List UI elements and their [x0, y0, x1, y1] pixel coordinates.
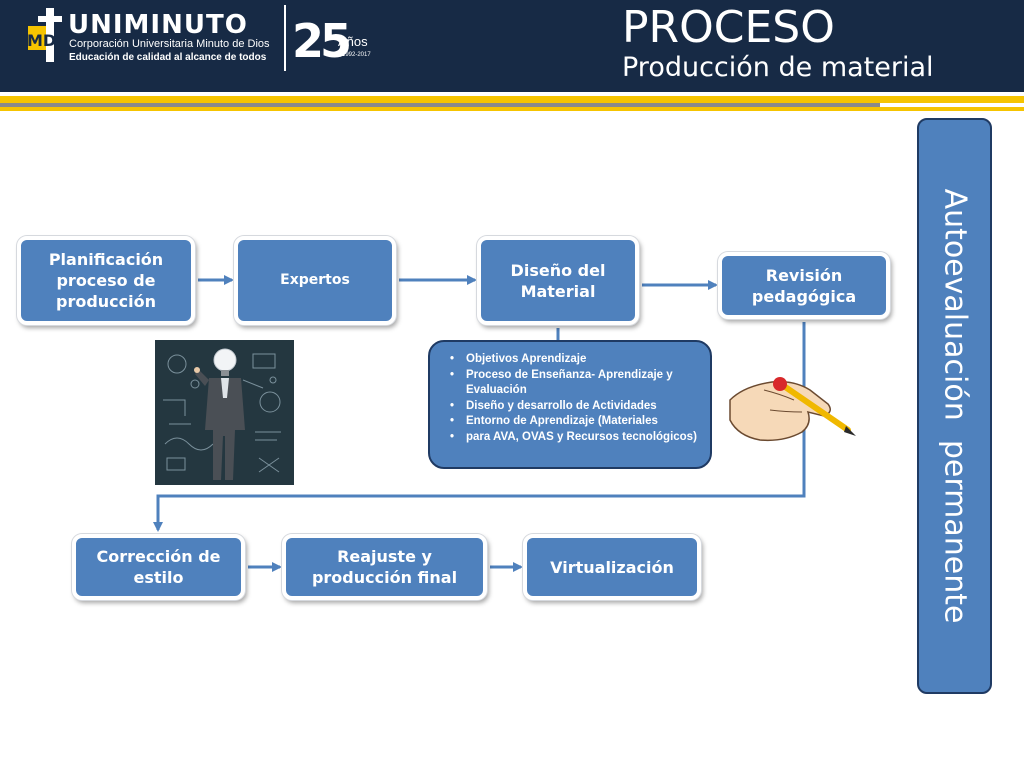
design-detail-item: para AVA, OVAS y Recursos tecnológicos) — [450, 430, 700, 446]
step-expertos: Expertos — [234, 236, 396, 325]
header-stripe-white — [0, 92, 1024, 96]
step-planificacion: Planificación proceso de producción — [17, 236, 195, 325]
lightbulb-man-icon — [155, 340, 294, 485]
header-bar: MD UNIMINUTO Corporación Universitaria M… — [0, 0, 1024, 92]
step-correccion-estilo: Corrección de estilo — [72, 534, 245, 600]
design-detail-item: Diseño y desarrollo de Actividades — [450, 399, 700, 415]
anniversary-logo: 25 Años 1992-2017 — [292, 14, 382, 74]
design-detail-item: Entorno de Aprendizaje (Materiales — [450, 414, 700, 430]
anniversary-word: Años — [338, 34, 368, 49]
autoevaluacion-panel: Autoevaluación permanente — [917, 118, 992, 694]
anniversary-number: 25 — [292, 14, 352, 68]
brand-tagline-1: Corporación Universitaria Minuto de Dios — [69, 38, 270, 50]
design-details-box: Objetivos Aprendizaje Proceso de Enseñan… — [428, 340, 712, 469]
design-detail-item: Proceso de Enseñanza- Aprendizaje y Eval… — [450, 368, 700, 399]
lightbulb-man-illustration — [155, 340, 294, 485]
logo-letters: MD — [27, 31, 56, 50]
anniversary-years: 1992-2017 — [342, 52, 371, 58]
step-virtualizacion: Virtualización — [523, 534, 701, 600]
page-title: PROCESO — [622, 2, 835, 53]
brand-name: UNIMINUTO — [68, 10, 248, 40]
step-diseno-material: Diseño del Material — [477, 236, 639, 325]
uniminuto-logo-icon: MD — [27, 8, 62, 62]
page-subtitle: Producción de material — [622, 52, 934, 83]
step-revision-pedagogica: Revisión pedagógica — [718, 252, 890, 319]
header-divider — [284, 5, 286, 71]
design-details-list: Objetivos Aprendizaje Proceso de Enseñan… — [450, 352, 700, 445]
header-stripe-gray — [0, 103, 880, 107]
hand-with-pen-icon — [729, 377, 856, 442]
design-detail-item: Objetivos Aprendizaje — [450, 352, 700, 368]
header-stripe-yellow-lower — [0, 107, 1024, 111]
step-reajuste-produccion: Reajuste y producción final — [282, 534, 487, 600]
brand-tagline-2: Educación de calidad al alcance de todos — [69, 52, 267, 63]
autoevaluacion-label: Autoevaluación permanente — [937, 188, 972, 624]
header-stripe-yellow — [0, 96, 1024, 103]
